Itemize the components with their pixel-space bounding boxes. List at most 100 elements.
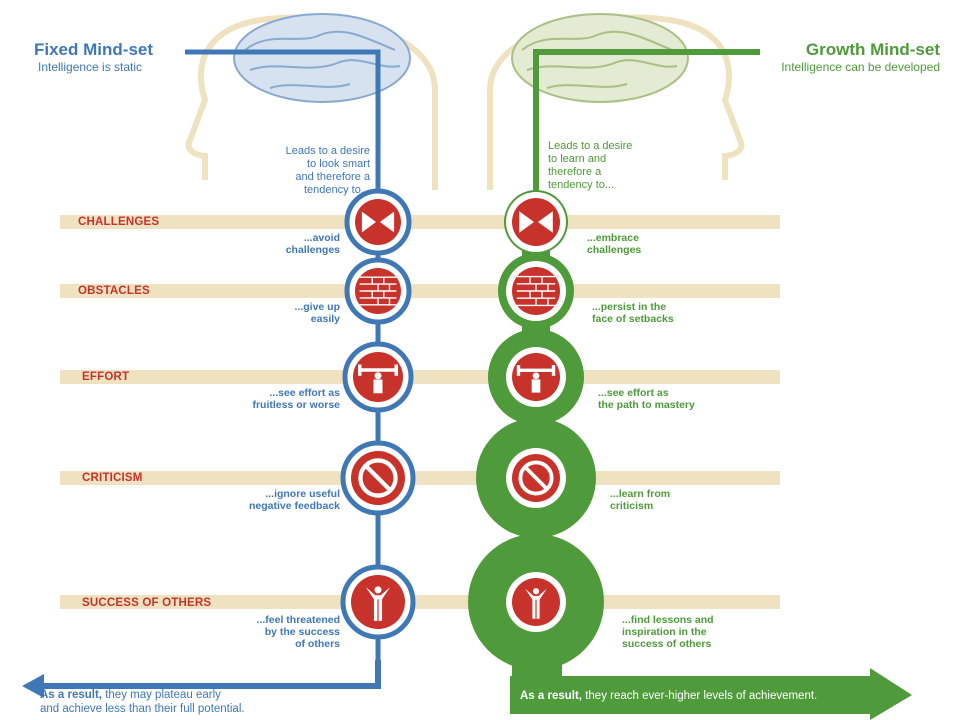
no-ring [518, 460, 554, 496]
icon-disc [355, 199, 401, 245]
row-band [60, 370, 780, 384]
fixed-caption-effort: ...see effort as fruitless or worse [190, 387, 340, 411]
fixed-mindset-subtitle: Intelligence is static [38, 60, 143, 74]
fixed-node-no-sign-icon [340, 440, 416, 516]
fixed-lead-line: to look smart [307, 158, 370, 170]
fixed-caption-obstacles: ...give up easily [190, 301, 340, 325]
weight-plate [551, 365, 556, 376]
row-band [60, 284, 780, 298]
fixed-mindset-line [185, 49, 381, 660]
weight-plate [394, 364, 398, 376]
row-label-criticism: CRITICISM [82, 472, 143, 484]
caption-line: ...find lessons and [622, 614, 714, 626]
row-label-effort: EFFORT [82, 371, 130, 383]
row-label-success-of-others: SUCCESS OF OTHERS [82, 597, 212, 609]
weight-plate [358, 364, 362, 376]
fixed-mindset-title: Fixed Mind-set [34, 40, 154, 59]
caption-line: inspiration in the [622, 626, 707, 638]
growth-mindset-title: Growth Mind-set [805, 40, 940, 59]
winner-head [374, 586, 382, 594]
growth-lead-line: to learn and [548, 153, 607, 165]
growth-mindset-line-top [533, 49, 760, 200]
fixed-caption-criticism: ...ignore useful negative feedback [190, 488, 340, 512]
caption-line: ...give up [294, 301, 340, 313]
no-ring [358, 458, 398, 498]
fixed-lead-line: and therefore a [295, 171, 370, 183]
growth-lead-line: therefore a [548, 166, 602, 178]
arrows-shape [519, 211, 553, 233]
fixed-lead-text: Leads to a desire to look smart and ther… [240, 145, 370, 197]
growth-result-text: As a result, they reach ever-higher leve… [520, 690, 920, 702]
row-band [60, 471, 780, 485]
row-label-challenges: CHALLENGES [78, 216, 160, 228]
fixed-caption-success: ...feel threatened by the success of oth… [190, 614, 340, 650]
fixed-node-winner-podium-icon [340, 564, 416, 640]
fixed-result-text: As a result, they may plateau early and … [40, 688, 360, 716]
arrows-shape [361, 211, 395, 233]
caption-line: ...see effort as [598, 387, 669, 399]
row-label-obstacles: OBSTACLES [78, 285, 150, 297]
growth-result-arrowhead [870, 668, 912, 720]
weight-plate [516, 365, 521, 376]
growth-lead-line: Leads to a desire [548, 140, 633, 152]
fixed-node-arrows-inward-icon [344, 188, 412, 256]
result-arrows [22, 640, 912, 720]
growth-caption-criticism: ...learn from criticism [610, 488, 780, 512]
caption-line: ...embrace [587, 232, 639, 244]
fixed-result-bold: As a result, [40, 689, 102, 701]
fixed-result-arrow-line [40, 660, 381, 689]
fixed-caption-challenges: ...avoid challenges [190, 232, 340, 256]
caption-line: ...feel threatened [256, 614, 340, 626]
lifter-head [532, 372, 540, 380]
growth-node-weightlifter-icon [488, 329, 584, 425]
row-band [60, 215, 780, 229]
winner-head [532, 588, 540, 595]
fixed-result-text-1: they may plateau early [105, 689, 221, 701]
fixed-brain-icon [233, 13, 411, 103]
caption-line: easily [310, 313, 340, 325]
growth-lead-line: tendency to... [548, 179, 615, 191]
growth-node-brick-wall-icon [498, 253, 574, 329]
growth-node-no-sign-icon [476, 418, 596, 538]
row-bands [60, 215, 780, 609]
growth-node-winner-podium-icon [468, 534, 604, 670]
no-slash [523, 465, 549, 491]
barbell [518, 368, 554, 372]
caption-line: challenges [285, 244, 340, 256]
caption-line: criticism [610, 500, 654, 512]
caption-line: by the success [264, 626, 340, 638]
growth-result-sentence: they reach ever-higher levels of achieve… [585, 690, 818, 702]
growth-caption-success: ...find lessons and inspiration in the s… [622, 614, 792, 650]
caption-line: of others [295, 638, 340, 650]
growth-node-arrows-inward-icon [504, 190, 568, 254]
caption-line: fruitless or worse [252, 399, 340, 411]
fixed-result-arrowhead [22, 674, 44, 698]
caption-line: ...ignore useful [265, 488, 340, 500]
growth-lead-text: Leads to a desire to learn and therefore… [548, 140, 678, 192]
caption-line: the path to mastery [598, 399, 695, 411]
lifter-body [531, 379, 541, 393]
fixed-result-line-1: As a result, they may plateau early [40, 688, 360, 702]
growth-caption-obstacles: ...persist in the face of setbacks [592, 301, 762, 325]
caption-line: challenges [587, 244, 642, 256]
growth-result-arrow-body [510, 676, 870, 714]
caption-line: ...see effort as [269, 387, 340, 399]
fixed-lead-line: tendency to... [303, 184, 370, 196]
lifter-head [374, 372, 382, 380]
fixed-node-weightlifter-icon [342, 341, 414, 413]
growth-caption-challenges: ...embrace challenges [587, 232, 757, 256]
no-slash [364, 464, 392, 492]
growth-caption-effort: ...see effort as the path to mastery [598, 387, 768, 411]
caption-line: face of setbacks [592, 313, 674, 325]
row-nodes [340, 188, 604, 670]
fixed-lead-line: Leads to a desire [285, 145, 370, 157]
caption-line: ...learn from [610, 488, 671, 500]
barbell [359, 368, 397, 372]
caption-line: success of others [622, 638, 712, 650]
caption-line: negative feedback [248, 500, 340, 512]
growth-brain-icon [511, 13, 689, 103]
caption-line: ...avoid [303, 232, 340, 244]
lifter-body [373, 379, 383, 394]
caption-line: ...persist in the [592, 301, 667, 313]
